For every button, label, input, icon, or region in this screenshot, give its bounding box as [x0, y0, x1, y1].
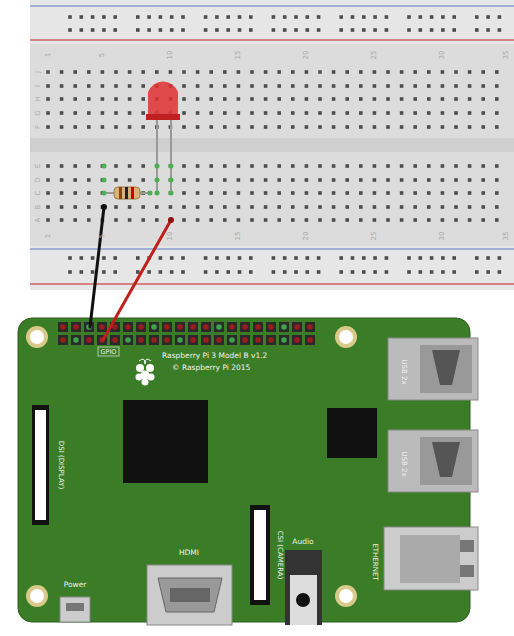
- row-letter: H: [35, 96, 42, 101]
- pi-board: [18, 318, 478, 625]
- row-letter: J: [35, 71, 42, 73]
- column-number: 30: [439, 232, 446, 241]
- column-number: 30: [439, 51, 446, 60]
- column-number: 1: [45, 234, 52, 238]
- power-port: [60, 597, 90, 622]
- row-letter: G: [35, 110, 42, 115]
- resistor-symbol: [102, 187, 153, 199]
- row-letter: F: [35, 125, 42, 129]
- column-number: 25: [371, 232, 378, 241]
- port-label: Power: [64, 581, 87, 589]
- csi-connector: [250, 505, 270, 605]
- row-letter: B: [35, 205, 42, 210]
- row-letter: A: [35, 218, 42, 223]
- column-number: 1: [45, 53, 52, 57]
- led-symbol: [102, 82, 181, 196]
- column-number: 15: [235, 51, 242, 60]
- port-label: Audio: [292, 538, 313, 546]
- audio-jack: [285, 550, 322, 625]
- port-label: USB 2x: [400, 359, 407, 384]
- column-number: 20: [303, 232, 310, 241]
- dsi-connector: [32, 405, 49, 525]
- column-number: 25: [371, 51, 378, 60]
- header-label: GPIO: [101, 348, 117, 355]
- board-label: © Raspberry Pi 2015: [172, 364, 250, 372]
- column-number: 15: [235, 232, 242, 241]
- raspberry-logo: [136, 359, 155, 385]
- port-label: HDMI: [179, 549, 199, 557]
- breadboard: [30, 0, 514, 290]
- port-label: DSI (DISPLAY): [57, 441, 64, 489]
- column-number: 10: [167, 51, 174, 60]
- jumper-wires: [90, 204, 174, 340]
- column-number: 5: [99, 234, 106, 238]
- port-label: ETHERNET: [371, 543, 378, 580]
- board-label: Raspberry Pi 3 Model B v1.2: [162, 352, 267, 360]
- column-number: 35: [503, 51, 510, 60]
- row-letter: E: [35, 164, 42, 168]
- usb-port: [388, 338, 478, 492]
- row-letter: D: [35, 177, 42, 182]
- hdmi-port: [147, 565, 232, 625]
- ethernet-port: [384, 527, 478, 590]
- column-number: 10: [167, 232, 174, 241]
- column-number: 35: [503, 232, 510, 241]
- port-label: CSI (CAMERA): [276, 531, 283, 580]
- row-letter: I: [35, 85, 42, 87]
- port-label: USB 2x: [400, 451, 407, 476]
- board-title: Raspberry Pi 3 Model B v1.2 © Raspberry P…: [155, 352, 269, 374]
- row-letter: C: [35, 191, 42, 196]
- column-number: 20: [303, 51, 310, 60]
- column-number: 5: [99, 53, 106, 57]
